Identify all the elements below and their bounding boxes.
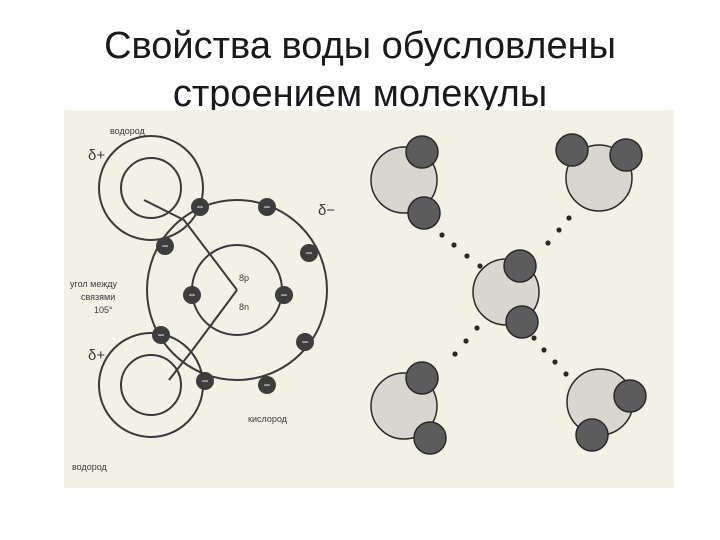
electron: − <box>296 333 314 351</box>
hydrogen-label-bottom: водород <box>72 462 108 472</box>
figure-svg: − − − − − − − − − − водород δ+ δ− угол м… <box>70 126 647 472</box>
title-line-2: строением молекулы <box>172 73 548 115</box>
title-line-1: Свойства воды обусловлены <box>104 25 616 67</box>
water-molecule-top-left <box>370 135 441 230</box>
svg-text:−: − <box>201 374 208 388</box>
electron: − <box>300 244 318 262</box>
electron: − <box>183 286 201 304</box>
svg-text:−: − <box>305 246 312 260</box>
slide-title: Свойства воды обусловлены строением моле… <box>0 22 720 118</box>
hydrogen-bottom-inner-shell <box>120 354 182 416</box>
hydrogen-bond-network <box>370 133 647 455</box>
nucleus-neutrons: 8n <box>239 302 249 312</box>
electron: − <box>275 286 293 304</box>
electron: − <box>258 376 276 394</box>
nucleus-protons: 8p <box>239 273 249 283</box>
hydrogen-bottom-outer-shell <box>98 332 204 438</box>
svg-text:−: − <box>157 328 164 342</box>
water-molecule-bottom-right <box>566 368 647 452</box>
electron: − <box>258 198 276 216</box>
svg-text:−: − <box>161 239 168 253</box>
delta-plus-top: δ+ <box>88 147 105 164</box>
svg-text:−: − <box>188 288 195 302</box>
svg-text:−: − <box>263 200 270 214</box>
svg-text:−: − <box>280 288 287 302</box>
water-molecule-top-right <box>555 133 643 212</box>
delta-minus: δ− <box>318 202 335 219</box>
water-molecule-center <box>472 249 540 339</box>
oxygen-label: кислород <box>248 414 288 424</box>
hydrogen-top-inner-shell <box>120 157 182 219</box>
electrons: − − − − − − − − − − <box>152 198 318 394</box>
bond-line-bottom <box>168 289 238 381</box>
hydrogen-bond-dots <box>439 215 572 377</box>
oxygen-outer-shell <box>146 199 328 381</box>
electron: − <box>191 198 209 216</box>
water-molecule-bottom-left <box>370 361 447 455</box>
angle-label-line3: 105° <box>94 305 113 315</box>
atom-structure-diagram <box>98 135 328 438</box>
angle-label-line2: связями <box>81 292 115 302</box>
angle-label-line1: угол между <box>70 279 118 289</box>
water-molecule-figure: − − − − − − − − − − водород δ+ δ− угол м… <box>64 110 674 488</box>
hydrogen-label-top: водород <box>110 126 146 136</box>
electron: − <box>156 237 174 255</box>
svg-text:−: − <box>301 335 308 349</box>
bond-line-top <box>143 199 238 291</box>
delta-plus-bottom: δ+ <box>88 347 105 364</box>
electron: − <box>152 326 170 344</box>
electron: − <box>196 372 214 390</box>
hydrogen-top-outer-shell <box>98 135 204 241</box>
svg-text:−: − <box>196 200 203 214</box>
svg-text:−: − <box>263 378 270 392</box>
